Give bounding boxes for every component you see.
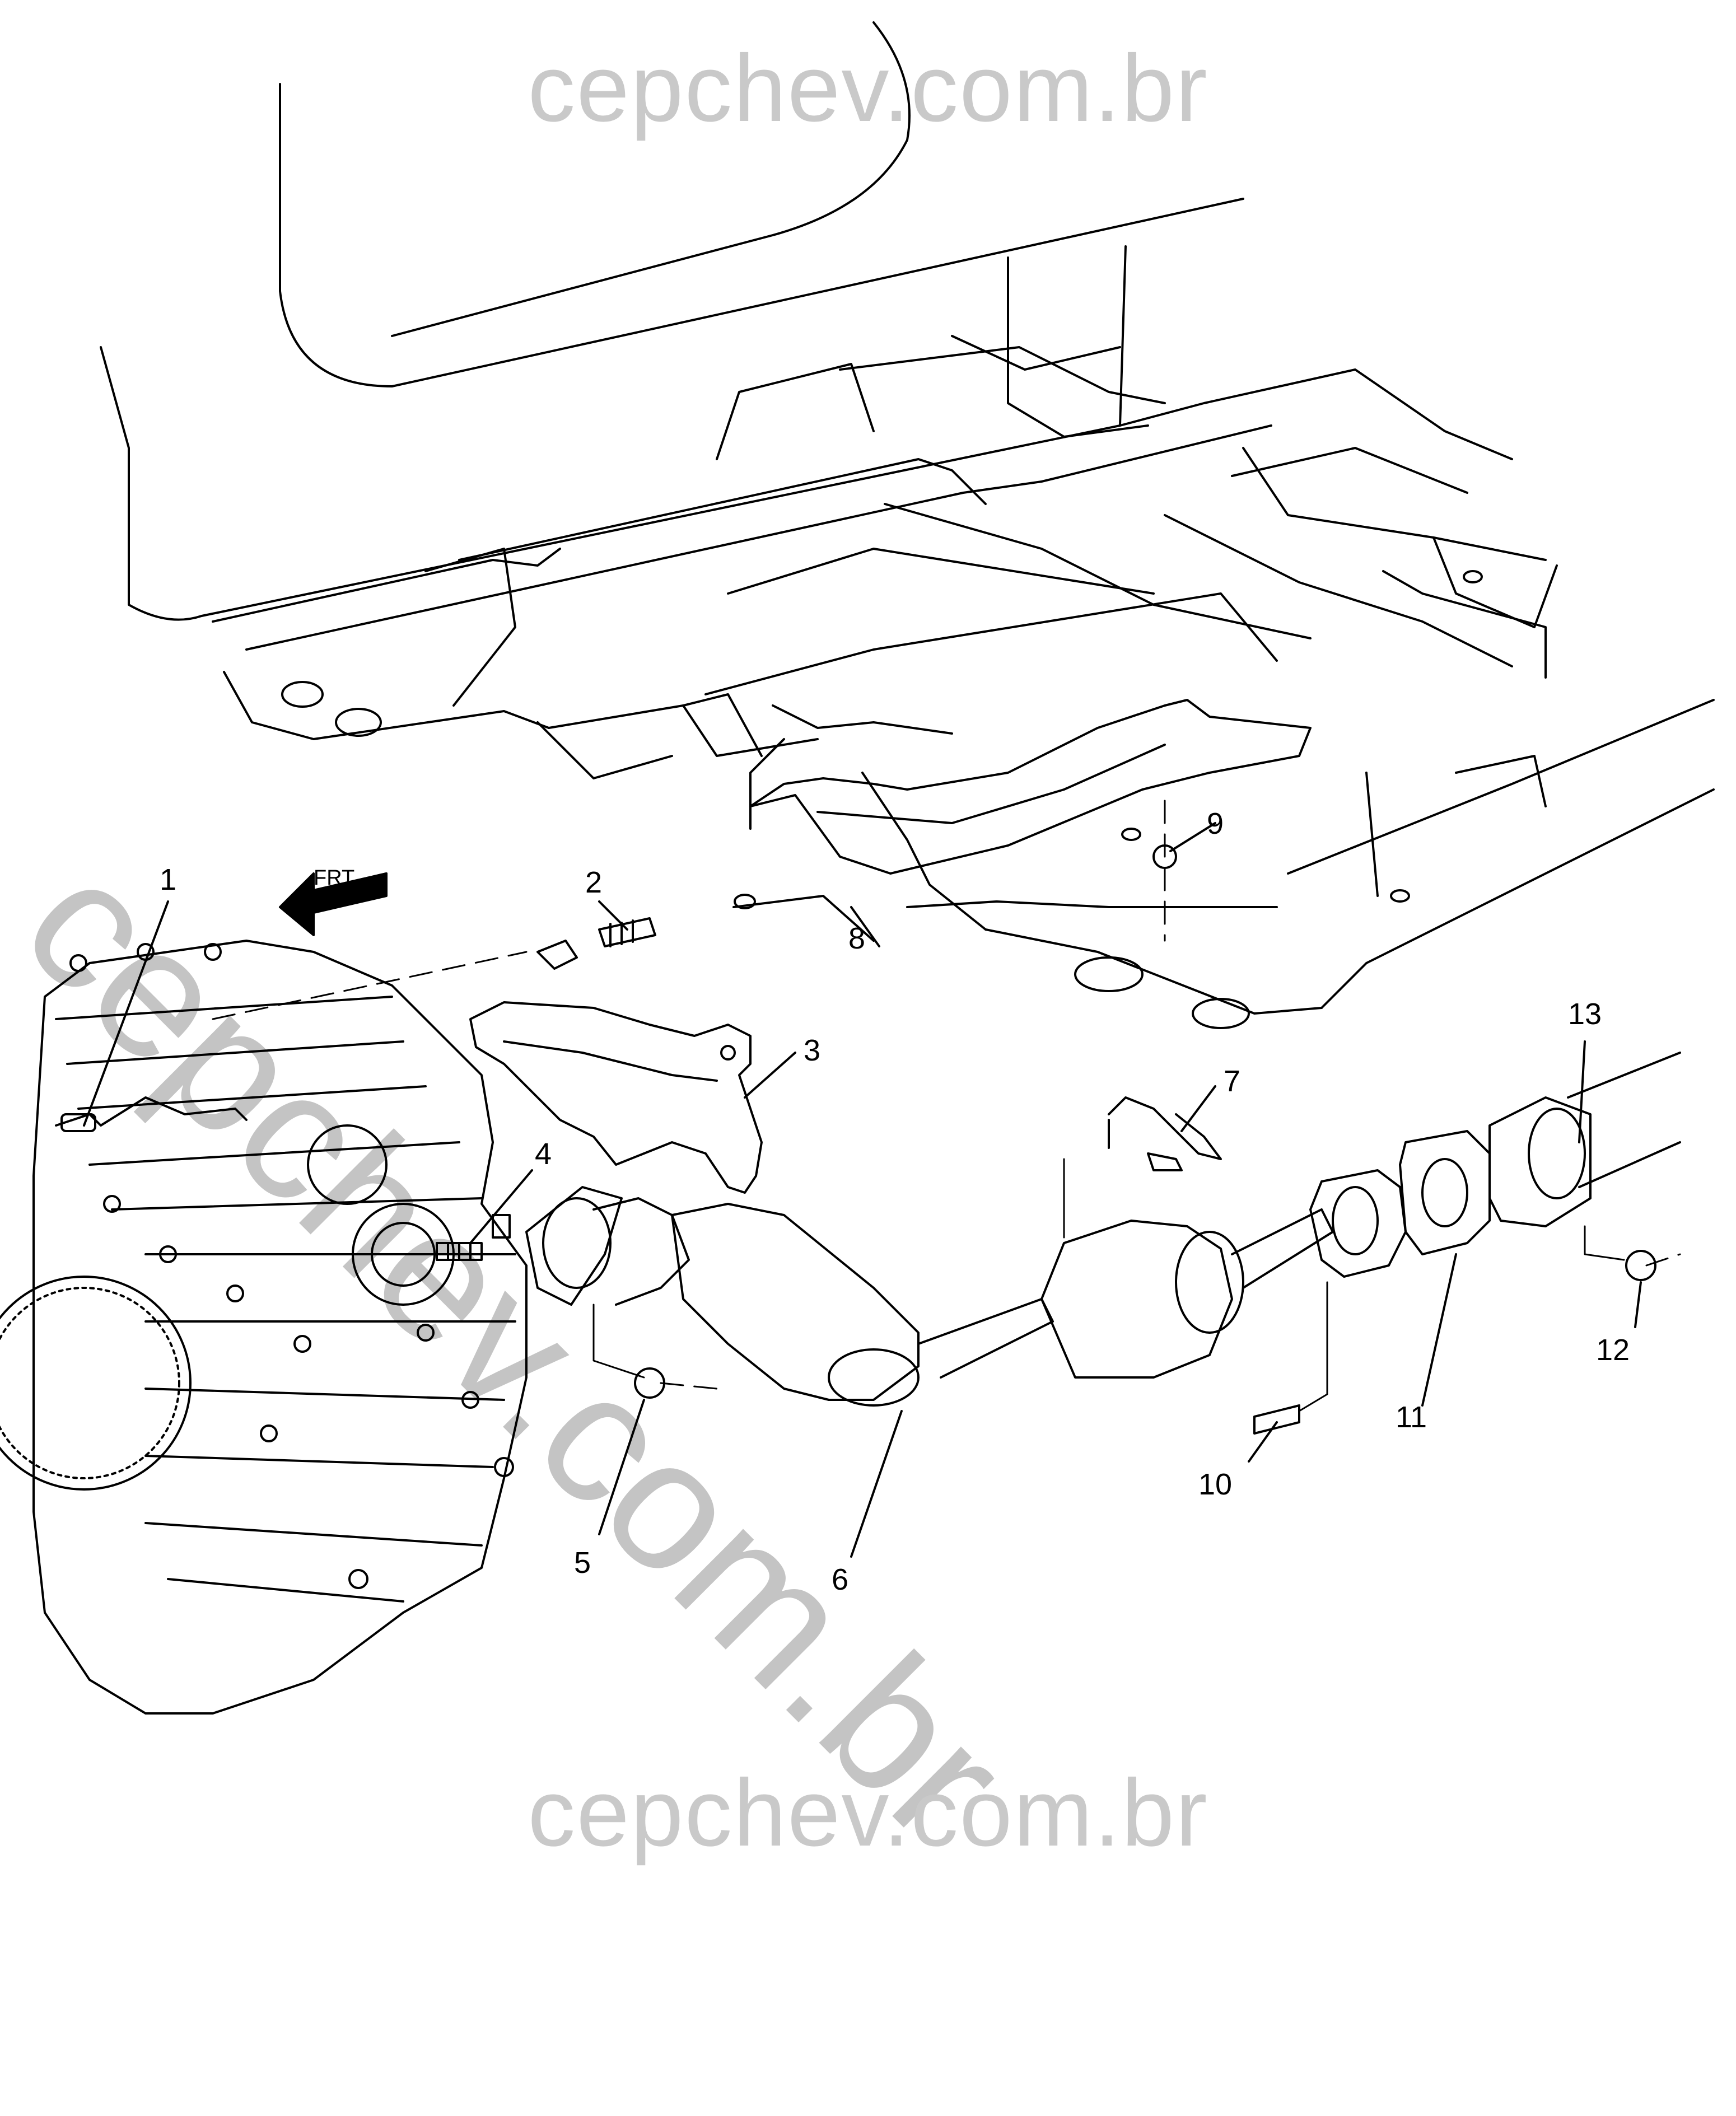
callout-5: 5: [573, 1546, 591, 1580]
heat-shield-8: [749, 699, 1312, 875]
callout-12: 12: [1595, 1333, 1630, 1367]
exhaust-system-diagram: cepchev.com.br cepchev.com.br cepchev.co…: [0, 21, 1715, 1878]
front-arrow: [279, 872, 388, 936]
stud-10: [1253, 1404, 1300, 1435]
callout-11: 11: [1395, 1400, 1427, 1434]
callout-9: 9: [1206, 807, 1224, 840]
oxygen-sensor-7: [1108, 1096, 1222, 1171]
assembly-lines: [212, 800, 1681, 1390]
callout-7: 7: [1223, 1064, 1241, 1098]
callout-4: 4: [534, 1137, 552, 1171]
front-arrow-label: FRT: [314, 866, 354, 890]
callout-1: 1: [159, 863, 177, 896]
stud-2: [536, 917, 656, 970]
nut-12: [1625, 1250, 1656, 1281]
callout-10: 10: [1198, 1468, 1233, 1501]
callout-13: 13: [1567, 997, 1602, 1031]
nut-5: [634, 1367, 665, 1399]
watermark-top: cepchev.com.br: [528, 35, 1208, 142]
engine: [0, 940, 528, 1715]
catalytic-converter-6: [525, 1186, 1334, 1407]
pipe-13: [1488, 1052, 1681, 1227]
callout-3: 3: [803, 1034, 821, 1067]
callout-leaders: [83, 822, 1642, 1558]
stud-4: [436, 1214, 511, 1261]
vehicle-underbody: [100, 21, 1715, 1029]
callout-8: 8: [848, 922, 866, 955]
flange-11: [1309, 1130, 1491, 1278]
watermark-bottom: cepchev.com.br: [528, 1760, 1208, 1866]
line-art: FRT: [0, 21, 1715, 1715]
heat-shield-3: [469, 1001, 763, 1194]
callout-6: 6: [831, 1563, 849, 1596]
callout-2: 2: [585, 866, 603, 899]
